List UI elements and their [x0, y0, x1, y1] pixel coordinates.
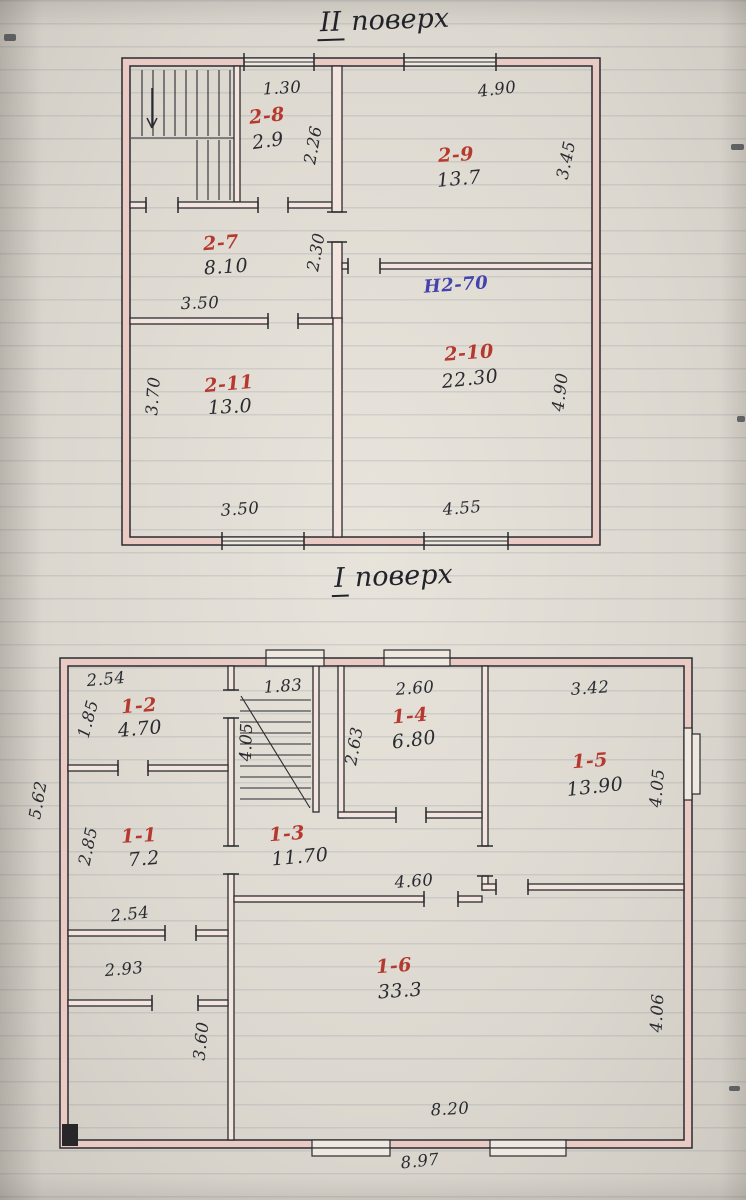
dim-f1-r2-top: 2.54 — [85, 667, 127, 691]
dim-f1-hall-width: 2.93 — [103, 957, 145, 981]
floor1-interior-walls — [67, 665, 685, 1141]
floor2-interior-walls — [129, 65, 593, 538]
window-symbol — [265, 649, 325, 667]
dim-f1-r5-side: 4.05 — [645, 767, 669, 809]
stairs-down-arrow — [146, 88, 158, 129]
room-id-1-4: 1-4 — [391, 703, 429, 729]
window-symbol — [423, 532, 509, 550]
floor2-outer-wall-outline — [121, 57, 601, 546]
floor1-plan — [59, 649, 701, 1157]
dim-f1-stairs-top: 1.83 — [263, 675, 303, 697]
room-id-1-2: 1-2 — [120, 693, 158, 719]
dim-f1-bottom-total: 8.97 — [399, 1149, 441, 1173]
dim-f1-stairs-side: 4.05 — [235, 722, 257, 762]
stove-block — [62, 1124, 78, 1146]
dim-f2-r7-width: 3.50 — [180, 292, 220, 314]
room-area-1-1: 7.2 — [127, 846, 161, 872]
window-symbol — [311, 1139, 391, 1157]
floor2-title-word: поверх — [350, 2, 450, 38]
pen-mark — [4, 34, 16, 41]
floor2-door-ticks — [145, 197, 381, 329]
dim-f1-r6-side: 4.06 — [646, 993, 668, 1033]
floor2-outer-wall-fill — [122, 58, 600, 545]
room-id-2-8: 2-8 — [248, 103, 286, 129]
pen-mark — [731, 144, 744, 150]
window-symbol — [383, 649, 451, 667]
floor1-title-word: поверх — [354, 558, 454, 594]
dim-f2-top-small: 1.30 — [262, 77, 302, 99]
dim-f1-annex-side: 3.60 — [189, 1020, 213, 1062]
dim-f1-r4-top: 2.60 — [395, 677, 435, 699]
room-id-1-5: 1-5 — [571, 748, 609, 774]
dim-f1-r6-width: 8.20 — [430, 1098, 470, 1120]
room-id-2-9: 2-9 — [437, 143, 475, 167]
floor2-stairs — [131, 70, 234, 200]
floor1-door-ticks — [117, 689, 529, 1011]
dim-f2-r11-width: 3.50 — [220, 498, 260, 520]
pen-mark — [737, 416, 745, 422]
dim-f2-r10-width: 4.55 — [441, 496, 483, 520]
room-id-2-11: 2-11 — [203, 370, 255, 398]
room-area-1-2: 4.70 — [116, 716, 164, 742]
window-symbol — [221, 532, 305, 550]
dim-f1-r5-top: 3.42 — [570, 677, 610, 699]
pen-mark — [729, 1086, 740, 1091]
dim-f2-r11-side: 3.70 — [142, 376, 164, 416]
room-id-1-1: 1-1 — [120, 824, 158, 848]
window-symbol — [683, 727, 701, 801]
room-area-2-7: 8.10 — [203, 254, 249, 280]
room-area-1-6: 33.3 — [377, 978, 423, 1004]
room-area-2-8: 2.9 — [250, 127, 286, 155]
room-area-2-11: 13.0 — [207, 394, 253, 420]
floor2-outer-wall-inner — [129, 65, 593, 538]
room-area-2-9: 13.7 — [435, 166, 483, 192]
dim-f1-r3-opening: 4.60 — [394, 870, 434, 892]
floor1-title-roman: І — [330, 562, 349, 598]
room-id-1-6: 1-6 — [375, 953, 413, 979]
door-height-note: Н2-70 — [423, 272, 489, 298]
window-symbol — [243, 53, 315, 71]
dim-f1-r1-bottom: 2.54 — [109, 902, 151, 926]
room-id-2-7: 2-7 — [202, 230, 240, 256]
floor1-stairs — [240, 695, 311, 809]
floor2-plan — [121, 53, 601, 550]
window-symbol — [403, 53, 497, 71]
room-id-2-10: 2-10 — [443, 340, 495, 366]
floor2-title-roman: ІІ — [316, 6, 345, 42]
window-symbol — [489, 1139, 567, 1157]
room-id-1-3: 1-3 — [268, 821, 306, 847]
